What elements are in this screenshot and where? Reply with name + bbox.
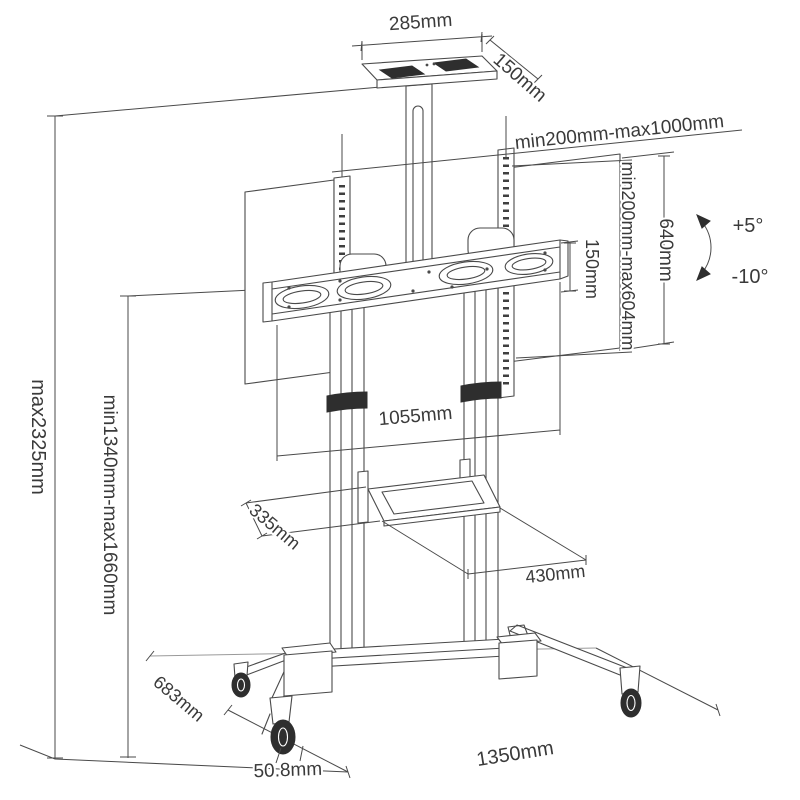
dim-label-top-shelf-depth: 150mm: [489, 49, 551, 106]
right-pole: [460, 255, 502, 647]
dimension-labels: 285mm 150mm min200mm-max1000mm min200mm-…: [25, 8, 770, 784]
dim-label-base-depth: 683mm: [149, 672, 208, 726]
dim-label-shelf-depth: 335mm: [245, 500, 304, 554]
dim-label-caster-width: 50.8mm: [253, 759, 322, 782]
top-shelf: [361, 55, 498, 89]
label-tilt-down: -10°: [732, 266, 769, 288]
mounting-crossbar: [262, 239, 569, 323]
label-tilt-up: +5°: [733, 215, 764, 237]
casters: [231, 661, 642, 755]
dim-label-shelf-width: 430mm: [524, 561, 586, 587]
dim-label-column-spacing: 1055mm: [378, 403, 453, 430]
back-left-caster: [231, 661, 251, 698]
dim-label-base-width: 1350mm: [475, 737, 555, 771]
dim-label-top-shelf-width: 285mm: [388, 10, 453, 35]
dim-label-max-height: max2325mm: [27, 379, 49, 495]
dimension-lines: [145, 31, 743, 779]
front-right-caster: [619, 665, 642, 718]
tilt-indicator: [696, 214, 712, 281]
front-left-caster: [261, 695, 296, 755]
dim-label-bracket-rail-height: 640mm: [655, 218, 676, 281]
media-shelf: [357, 458, 501, 527]
height-dimension-lines: [47, 83, 416, 759]
center-column: [405, 83, 433, 271]
tv-stand-drawing: [231, 55, 642, 755]
crossbar-handle-slots: [274, 252, 554, 310]
base-assembly: [235, 624, 636, 703]
dim-label-crossbar-height: 150mm: [582, 239, 602, 299]
dim-label-height-adjust-range: min1340mm-max1660mm: [99, 395, 120, 616]
left-pole: [326, 283, 368, 657]
dim-label-vesa-height-range: min200mm-max604mm: [618, 161, 638, 350]
dim-label-mount-width-range: min200mm-max1000mm: [514, 111, 725, 154]
